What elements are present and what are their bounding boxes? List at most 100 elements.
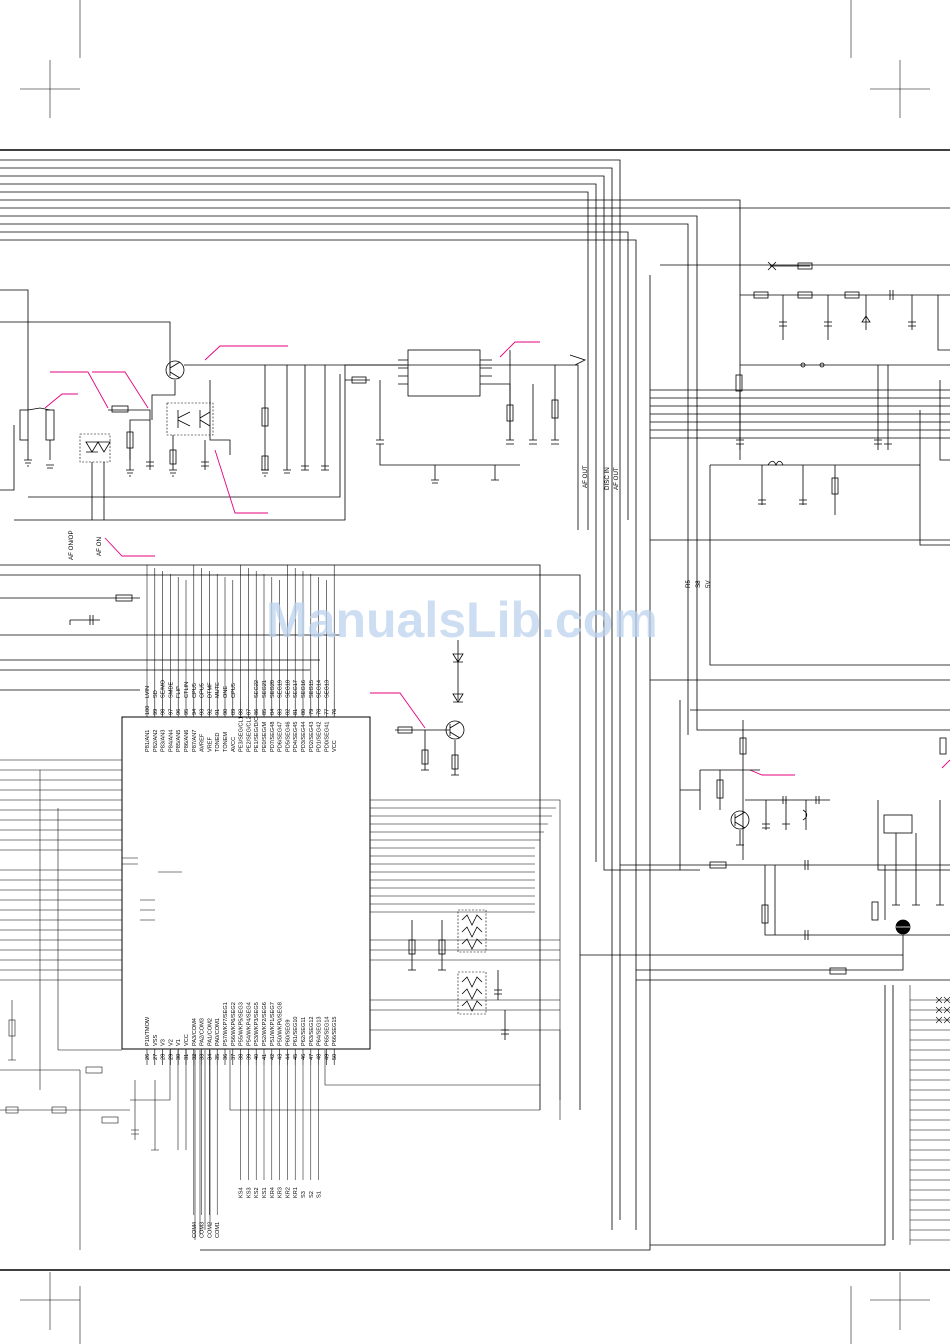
net-s8: S8: [695, 580, 702, 588]
mcu-pin-number: 50: [332, 1054, 338, 1060]
mcu-pin-net: LVIN: [145, 686, 151, 698]
mcu-pin-name: AVREF: [200, 733, 206, 752]
mcu-pin-number: 46: [301, 1054, 307, 1060]
mcu-pin-name: VCC: [184, 1034, 190, 1046]
mcu-pin-number: 76: [332, 709, 338, 715]
mcu-pin-net: DTMF: [207, 682, 213, 698]
mcu-bottom-pins: P10/TMOW26VSS27V328V229V130VCC31PA3/COM4…: [145, 1002, 338, 1238]
mcu-pin-name: P83/AN3: [161, 730, 167, 752]
mcu-pin-name: P55/WKP5/SEG3: [239, 1002, 245, 1046]
mcu-pin-number: 80: [301, 709, 307, 715]
mcu-pin-number: 43: [278, 1054, 284, 1060]
mcu-pin-name: P54/WKP4/SEG4: [246, 1002, 252, 1046]
mcu-pin-name: P65/SEG14: [324, 1016, 330, 1046]
mcu-pin-number: 94: [192, 709, 198, 715]
mcu-pin-number: 85: [262, 709, 268, 715]
mcu-pin-name: PD7/SEG48: [270, 722, 276, 752]
mcu-pin-name: PA2/COM3: [200, 1018, 206, 1046]
mcu-pin-name: P84/AN4: [168, 730, 174, 752]
mcu-pin-name: PA1/COM2: [207, 1018, 213, 1046]
mcu-top-pins: P81/AN1100LVINP82/AN299SDP83/AN398SE/MOP…: [145, 565, 338, 752]
crop-marks: [20, 0, 930, 1344]
mcu-pin-number: 91: [215, 709, 221, 715]
mcu-pin-number: 83: [278, 709, 284, 715]
mcu-pin-name: P62/SEG11: [301, 1017, 307, 1046]
mcu-pin-name: P82/AN2: [153, 730, 159, 752]
resistor-arrays: [408, 909, 509, 1040]
mcu-pin-name: PD4/SEG45: [293, 722, 299, 752]
mcu-pin-net: SEG15: [309, 680, 315, 698]
net-disc-in: DISC IN: [604, 467, 611, 490]
af-section: [0, 289, 587, 530]
mcu-pin-number: 28: [161, 1054, 167, 1060]
mcu-pin-number: 86: [254, 709, 260, 715]
mcu-pin-name: P57/WKP7/SEG1: [223, 1002, 229, 1046]
mcu-pin-name: VCC: [332, 740, 338, 752]
net-af-out-2: AF OUT: [613, 467, 620, 490]
mcu-pin-name: PA3/COM4: [192, 1018, 198, 1046]
mcu-pin-net: SEG19: [278, 680, 284, 698]
mcu-pin-net: KR4: [270, 1187, 276, 1198]
mcu-pin-name: V1: [176, 1039, 182, 1046]
mcu-pin-top: VCC 76: [332, 565, 338, 752]
mcu-pin-net: CPU5: [231, 683, 237, 698]
mcu-pin-net: FLIP: [176, 686, 182, 698]
mcu-pin-net: KR2: [285, 1187, 291, 1198]
mcu-pin-net: SEG13: [324, 680, 330, 698]
mcu-pin-name: V3: [161, 1039, 167, 1046]
mcu-pin-name: P63/SEG12: [309, 1016, 315, 1046]
mcu-pin-number: 89: [231, 709, 237, 715]
mcu-pin-net: S1: [317, 1191, 323, 1198]
mcu-pin-name: P56/WKP6/SEG2: [231, 1002, 237, 1046]
mcu-pin-number: 99: [153, 709, 159, 715]
mcu-pin-number: 27: [153, 1054, 159, 1060]
mcu-pin-name: PD3/SEG44: [301, 722, 307, 752]
mcu-pin-net: SEG14: [317, 680, 323, 698]
mcu-pin-net: KS2: [254, 1187, 260, 1198]
mcu-pin-net: SEG21: [262, 680, 268, 698]
net-af-on: AF ON: [96, 537, 103, 556]
mcu-pin-net: KS3: [246, 1187, 252, 1198]
callouts: [44, 341, 950, 776]
mcu-pin-name: PD5/SEG46: [285, 722, 291, 752]
mcu-pin-net: SE/MO: [161, 679, 167, 698]
mcu-pin-net: KS1: [262, 1187, 268, 1198]
mcu-pin-net: MUTE: [215, 682, 221, 698]
mcu-pin-name: P61/SEG10: [293, 1016, 299, 1046]
right-upper-section: [200, 261, 950, 1251]
mcu-pin-number: 41: [262, 1054, 268, 1060]
mcu-inner-lines: [122, 857, 182, 921]
led-driver: [395, 640, 465, 776]
mcu-pin-number: 95: [184, 709, 190, 715]
mcu-pin-name: P64/SEG13: [317, 1016, 323, 1046]
mcu-pin-number: 33: [200, 1054, 206, 1060]
mcu-pin-net: KS4: [239, 1187, 245, 1198]
net-5v: 5V: [705, 580, 712, 588]
mcu-pin-name: P53/WKP3/SEG5: [254, 1002, 260, 1046]
mcu-pin-name: P87/AN7: [192, 730, 198, 752]
